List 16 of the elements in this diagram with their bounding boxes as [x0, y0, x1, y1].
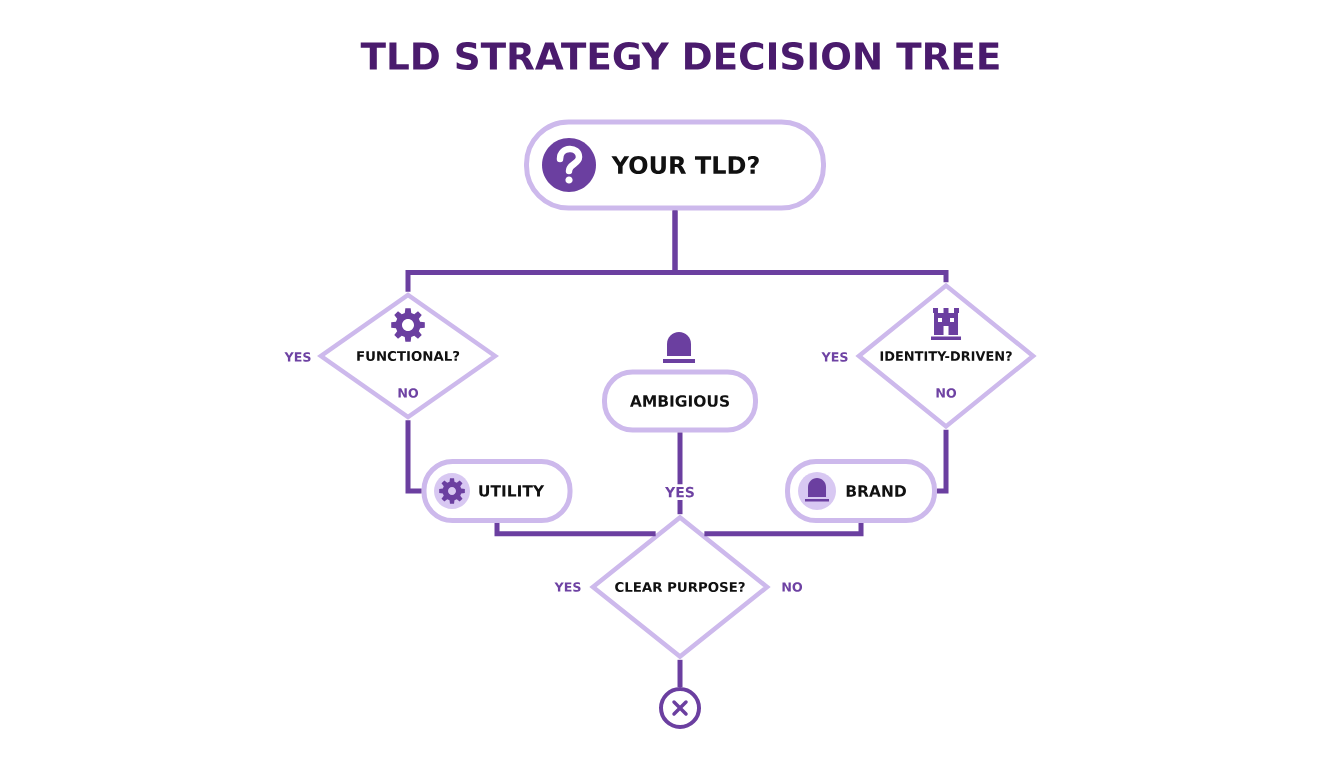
edge-label: YES [662, 484, 698, 501]
connector-line [937, 429, 949, 494]
connector-line [677, 659, 683, 687]
connector-line [405, 420, 422, 494]
branch-label: NO [782, 582, 803, 592]
branch-label: NO [398, 388, 419, 398]
connector-line [494, 523, 656, 537]
title: TLD STRATEGY DECISION TREE [360, 41, 999, 71]
connector-line [672, 210, 949, 283]
branch-label: YES [821, 352, 848, 362]
branch-label: YES [554, 582, 581, 592]
connector-line [677, 432, 683, 515]
pill-box: AMBIGIOUS [602, 369, 758, 433]
connector-line [704, 523, 864, 537]
branch-label: NO [936, 388, 957, 398]
branch-label: YES [284, 352, 311, 362]
